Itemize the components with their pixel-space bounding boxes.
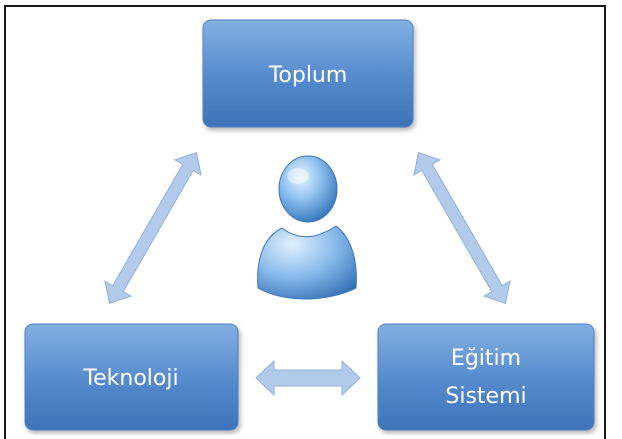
node-egitim-sistemi-label-line1: Eğitim (451, 346, 521, 371)
node-egitim-sistemi-label-line2: Sistemi (445, 384, 526, 409)
node-toplum-label: Toplum (268, 63, 348, 88)
node-toplum: Toplum (202, 19, 414, 128)
person-head (278, 155, 338, 223)
node-teknoloji-label: Teknoloji (82, 366, 178, 391)
node-teknoloji-box (24, 323, 239, 431)
node-egitim-sistemi: Eğitim Sistemi (377, 323, 595, 431)
node-toplum-box (202, 19, 414, 128)
arrow-teknoloji-egitim (255, 359, 361, 397)
person-body (257, 225, 357, 300)
arrow-toplum-teknoloji (104, 152, 202, 304)
person-head-highlight (287, 168, 309, 184)
node-teknoloji: Teknoloji (24, 323, 239, 431)
arrow-toplum-egitim (413, 152, 511, 304)
node-egitim-sistemi-box (377, 323, 595, 431)
person-icon (257, 155, 357, 300)
